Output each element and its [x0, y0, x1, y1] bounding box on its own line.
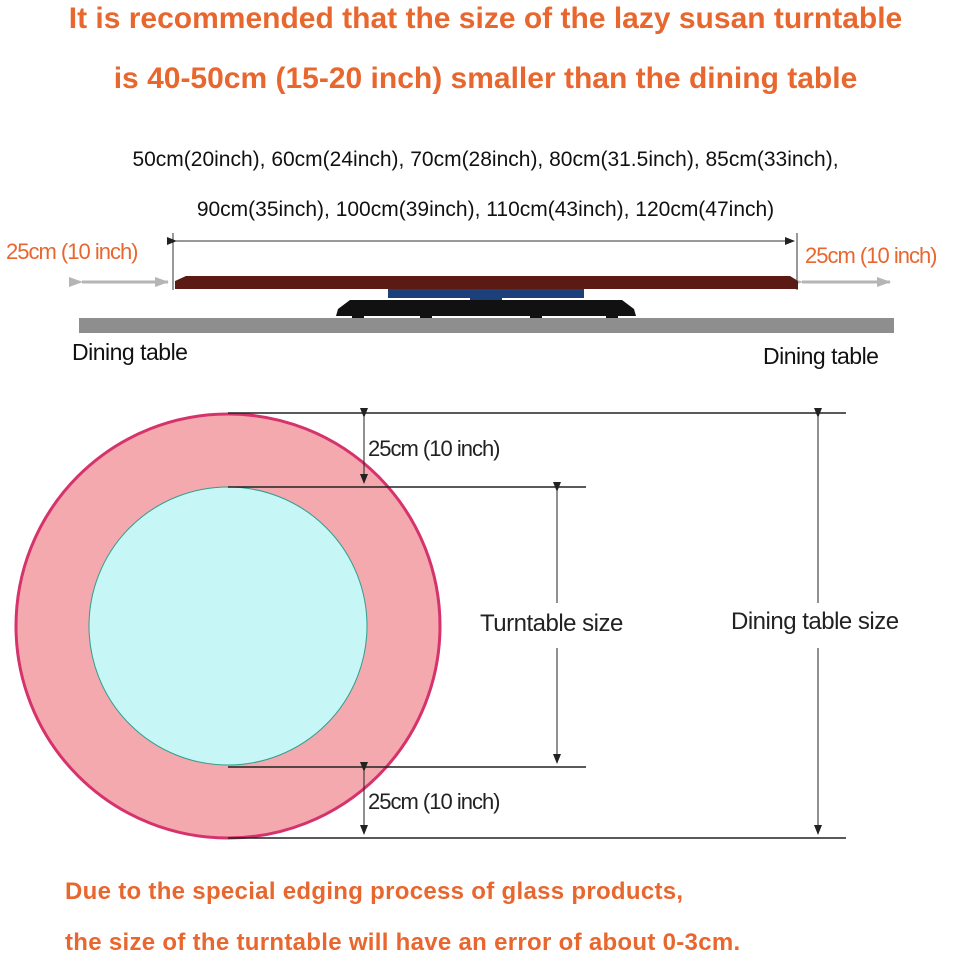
left-margin-label: 25cm (10 inch)	[6, 239, 139, 264]
bearing	[388, 289, 584, 298]
base-plate	[336, 300, 636, 316]
bottom-margin-label: 25cm (10 inch)	[368, 789, 501, 814]
header-line-2: is 40-50cm (15-20 inch) smaller than the…	[113, 62, 858, 95]
turntable-size-label: Turntable size	[480, 610, 623, 637]
dining-table-side	[79, 318, 894, 333]
dining-table-label-right: Dining table	[763, 343, 879, 369]
size-list-line-2: 90cm(35inch), 100cm(39inch), 110cm(43inc…	[196, 198, 775, 221]
glass-top	[175, 276, 798, 289]
footer-note-line-1: Due to the special edging process of gla…	[65, 878, 684, 905]
right-margin-label: 25cm (10 inch)	[805, 243, 938, 268]
turntable-circle	[88, 486, 368, 766]
dining-table-label-left: Dining table	[72, 339, 188, 365]
size-list-line-1: 50cm(20inch), 60cm(24inch), 70cm(28inch)…	[132, 148, 839, 171]
top-margin-label: 25cm (10 inch)	[368, 436, 501, 461]
dining-table-size-label: Dining table size	[731, 608, 899, 635]
bearing-hub	[470, 297, 502, 302]
header-line-1: It is recommended that the size of the l…	[68, 2, 903, 35]
footer-note-line-2: the size of the turntable will have an e…	[65, 929, 741, 956]
